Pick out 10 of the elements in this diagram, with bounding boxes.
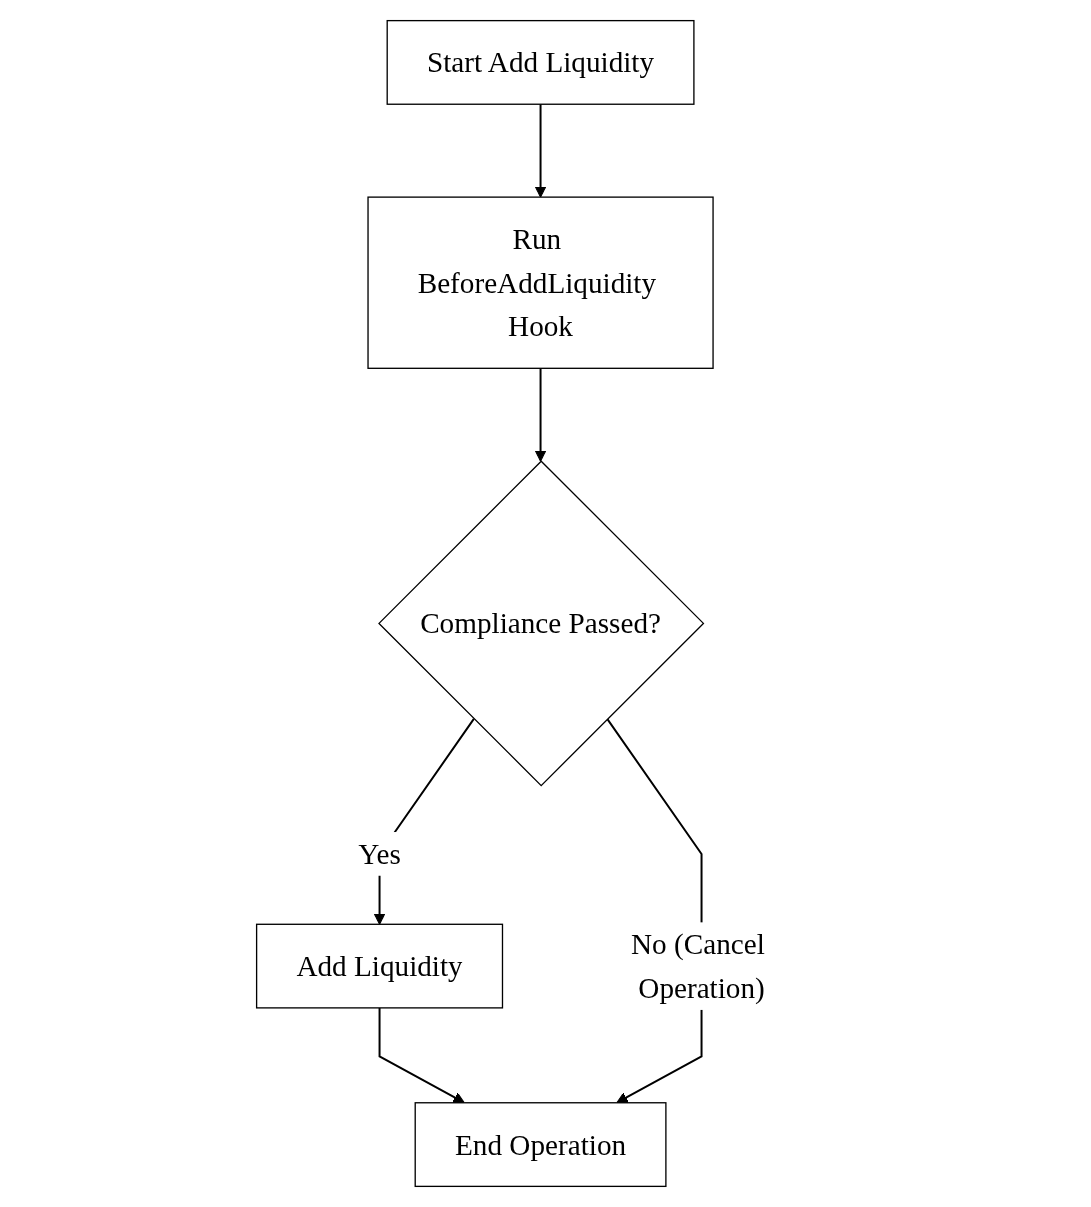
node-box: Add Liquidity — [256, 923, 504, 1009]
node-box: Run BeforeAddLiquidity Hook — [367, 196, 714, 369]
node-diamond: Compliance Passed? — [378, 460, 705, 787]
edge-label: Yes — [358, 837, 401, 871]
arrow — [378, 1006, 465, 1104]
arrow — [534, 103, 547, 198]
arrow — [534, 367, 547, 462]
node-box: Start Add Liquidity — [386, 19, 695, 105]
node-box: End Operation — [414, 1102, 667, 1188]
edge-label: No (Cancel Operation) — [631, 927, 765, 1005]
